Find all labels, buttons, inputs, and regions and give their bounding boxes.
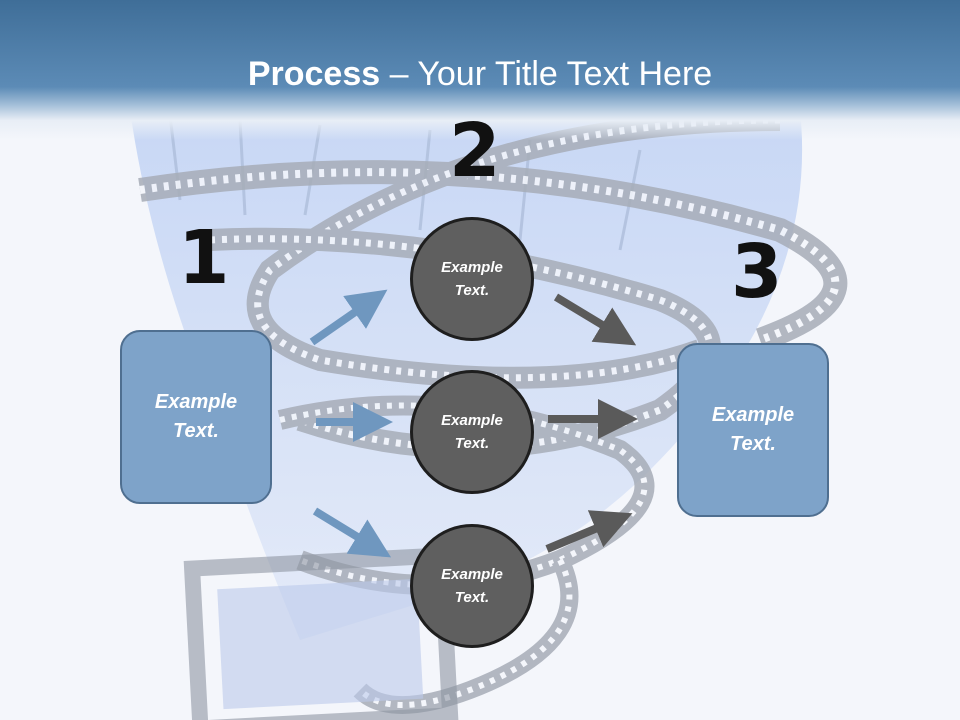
circle-middle[interactable]: Example Text.	[410, 370, 534, 494]
circle-top[interactable]: Example Text.	[410, 217, 534, 341]
step-number-1: 1	[178, 215, 230, 301]
arrow-left-to-bottom	[312, 507, 392, 558]
circle-bottom[interactable]: Example Text.	[410, 524, 534, 648]
title-bar	[0, 0, 960, 140]
right-text-box[interactable]: Example Text.	[677, 343, 829, 517]
left-box-label: Example Text.	[154, 391, 238, 442]
title-rest: – Your Title Text Here	[380, 55, 713, 93]
arrow-left-to-top	[309, 289, 388, 346]
title-bold: Process	[247, 55, 381, 93]
arrow-top-to-right	[553, 293, 637, 346]
arrow-bottom-to-right	[545, 510, 633, 553]
circle-top-label: Example Text.	[441, 259, 503, 299]
circle-bottom-label: Example Text.	[441, 566, 503, 606]
page-title: Process – Your Title Text Here	[0, 52, 960, 96]
circle-middle-label: Example Text.	[441, 412, 503, 452]
left-text-box[interactable]: Example Text.	[120, 330, 272, 504]
step-number-2: 2	[449, 108, 501, 194]
step-number-3: 3	[731, 229, 783, 315]
right-box-label: Example Text.	[711, 404, 795, 455]
